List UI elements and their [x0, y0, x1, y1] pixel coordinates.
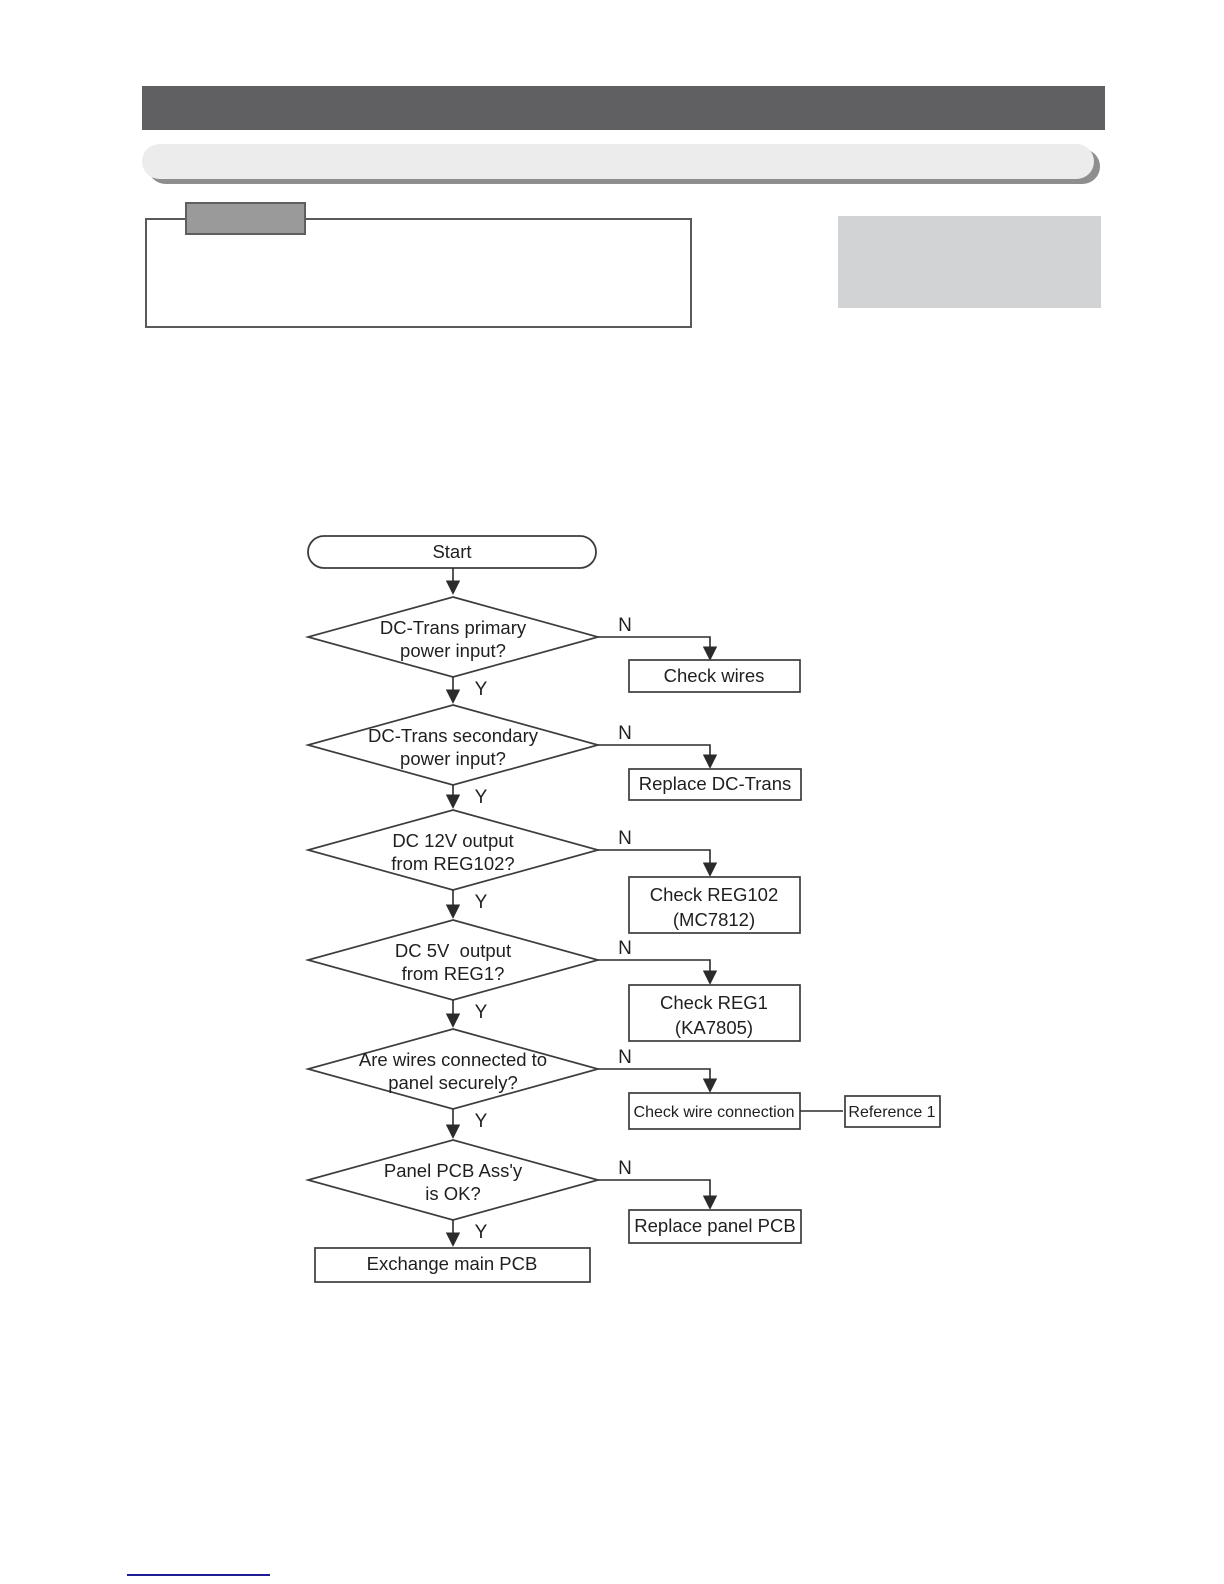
decision-dc-trans-primary: DC-Trans primary power input? [304, 596, 602, 678]
note-box [145, 218, 692, 328]
no-label: N [618, 615, 632, 636]
no-connector [598, 1179, 718, 1210]
action-text: Exchange main PCB [367, 1253, 538, 1274]
action-replace-panel-pcb: Replace panel PCB [628, 1209, 802, 1244]
decision-text: Panel PCB Ass'y [384, 1160, 523, 1181]
no-connector [598, 636, 718, 661]
note-tab [185, 202, 306, 235]
no-connector [598, 849, 718, 877]
side-info-panel [838, 216, 1101, 308]
action-text: Replace panel PCB [634, 1215, 795, 1236]
action-check-reg1: Check REG1 (KA7805) [628, 984, 801, 1042]
decision-text: DC 5V output [395, 940, 511, 961]
decision-text: power input? [400, 748, 506, 769]
no-label: N [618, 1158, 632, 1179]
decision-wires-connected: Are wires connected to panel securely? [304, 1028, 602, 1110]
section-title-pill [142, 144, 1094, 179]
decision-text: DC-Trans primary [380, 617, 527, 638]
action-text: Check REG102 [650, 884, 779, 905]
decision-text: Are wires connected to [359, 1049, 547, 1070]
action-text: (MC7812) [673, 909, 755, 930]
decision-panel-pcb-ok: Panel PCB Ass'y is OK? [304, 1139, 602, 1221]
no-label: N [618, 723, 632, 744]
yes-label: Y [475, 1222, 488, 1243]
decision-text: from REG102? [391, 853, 514, 874]
yes-label: Y [475, 787, 488, 808]
yes-label: Y [475, 1111, 488, 1132]
yes-label: Y [475, 892, 488, 913]
decision-text: DC 12V output [392, 830, 513, 851]
decision-text: panel securely? [388, 1072, 518, 1093]
action-replace-dc-trans: Replace DC-Trans [628, 768, 802, 801]
no-connector [598, 1068, 718, 1093]
decision-dc-5v-output: DC 5V output from REG1? [304, 919, 602, 1001]
action-check-wire-connection: Check wire connection [628, 1092, 801, 1130]
decision-dc-12v-output: DC 12V output from REG102? [304, 809, 602, 891]
page-header-bar [142, 86, 1105, 130]
reference-1-node: Reference 1 [844, 1095, 941, 1128]
yes-label: Y [475, 679, 488, 700]
action-text: Check REG1 [660, 992, 768, 1013]
no-label: N [618, 1047, 632, 1068]
yes-label: Y [475, 1002, 488, 1023]
decision-dc-trans-secondary: DC-Trans secondary power input? [304, 704, 602, 786]
action-text: (KA7805) [675, 1017, 753, 1038]
action-text: Check wires [664, 665, 765, 686]
no-label: N [618, 938, 632, 959]
action-check-reg102: Check REG102 (MC7812) [628, 876, 801, 934]
troubleshooting-flowchart: Start DC-Trans primary power input? N Ch… [304, 535, 941, 1283]
action-exchange-main-pcb: Exchange main PCB [314, 1247, 591, 1283]
decision-text: power input? [400, 640, 506, 661]
no-label: N [618, 828, 632, 849]
no-connector [598, 744, 718, 769]
action-check-wires: Check wires [628, 659, 801, 693]
decision-text: from REG1? [402, 963, 505, 984]
reference-text: Reference 1 [848, 1104, 935, 1121]
footer-underline [127, 1574, 270, 1576]
action-text: Replace DC-Trans [639, 773, 792, 794]
decision-text: is OK? [425, 1183, 481, 1204]
start-node: Start [307, 535, 597, 569]
action-text: Check wire connection [634, 1104, 795, 1121]
decision-text: DC-Trans secondary [368, 725, 539, 746]
no-connector [598, 959, 718, 985]
start-label: Start [432, 541, 471, 562]
